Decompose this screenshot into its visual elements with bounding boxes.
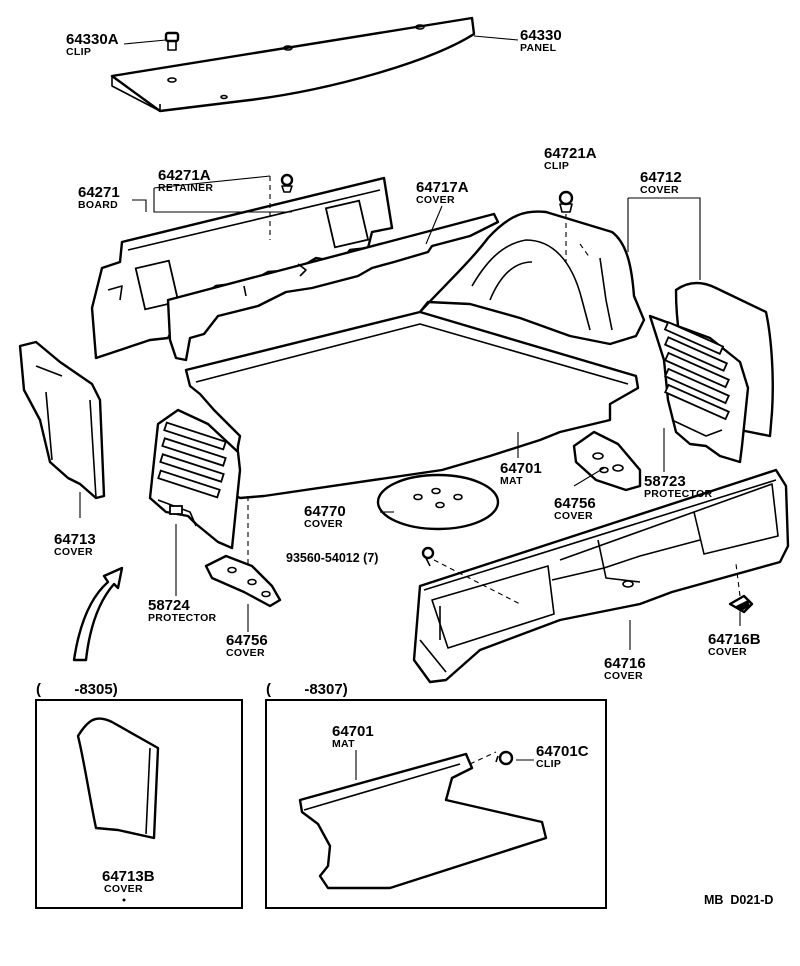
svg-text:COVER: COVER — [640, 184, 679, 196]
svg-text:58723: 58723 — [644, 473, 686, 490]
direction-arrow — [72, 566, 124, 662]
svg-text:PROTECTOR: PROTECTOR — [148, 612, 217, 624]
callout-64756-right: 64756 COVER — [554, 495, 596, 522]
cover-64756-left — [204, 554, 282, 608]
svg-text:64701: 64701 — [332, 723, 374, 740]
svg-text:64701: 64701 — [500, 460, 542, 477]
svg-text:CLIP: CLIP — [544, 160, 569, 172]
trunk-board — [90, 176, 394, 360]
svg-text:( -8305): ( -8305) — [36, 681, 118, 698]
svg-text:64712: 64712 — [640, 169, 682, 186]
svg-text:93560-54012 (7): 93560-54012 (7) — [286, 551, 378, 565]
clip-64701c — [495, 750, 514, 766]
cover-64717a — [166, 212, 500, 362]
svg-text:58724: 58724 — [148, 597, 190, 614]
svg-text:64271: 64271 — [78, 184, 120, 201]
svg-text:64713B: 64713B — [102, 868, 155, 885]
callout-64717a: 64717A COVER — [416, 179, 469, 206]
callout-64716: 64716 COVER — [604, 655, 646, 682]
clip-64716b — [728, 594, 754, 614]
svg-text:64701C: 64701C — [536, 743, 589, 760]
spare-tire-cover — [376, 473, 500, 531]
callout-64701c: 64701C CLIP — [536, 743, 589, 770]
svg-text:64770: 64770 — [304, 503, 346, 520]
svg-text:CLIP: CLIP — [66, 46, 91, 58]
svg-text:64756: 64756 — [554, 495, 596, 512]
callout-64713: 64713 COVER — [54, 531, 96, 558]
svg-text:COVER: COVER — [104, 883, 143, 895]
clip-64330a — [164, 31, 180, 51]
trunk-mat — [184, 310, 640, 500]
svg-text:64716: 64716 — [604, 655, 646, 672]
inset-left — [35, 699, 243, 909]
rear-trim-cover — [412, 468, 790, 684]
cover-64756-right — [572, 430, 642, 492]
svg-text:COVER: COVER — [226, 647, 265, 659]
svg-text:64717A: 64717A — [416, 179, 469, 196]
leader-lines — [79, 35, 741, 650]
svg-text:COVER: COVER — [604, 670, 643, 682]
callout-64271a: 64271A RETAINER — [158, 167, 213, 194]
svg-text:64271A: 64271A — [158, 167, 211, 184]
cover-64712-shell — [418, 210, 646, 346]
svg-text:64721A: 64721A — [544, 145, 597, 162]
callout-64330a: 64330A CLIP — [66, 31, 119, 58]
callout-64330: 64330 PANEL — [520, 27, 562, 54]
svg-text:64716B: 64716B — [708, 631, 761, 648]
svg-text:COVER: COVER — [54, 546, 93, 558]
callout-64701: 64701 MAT — [500, 460, 542, 487]
svg-text:64756: 64756 — [226, 632, 268, 649]
protector-58723 — [648, 314, 750, 464]
inset-label-right: ( -8307) — [266, 681, 348, 698]
svg-text:MAT: MAT — [500, 475, 523, 487]
cover-64713 — [18, 340, 106, 500]
drawing-code: MB D021-D — [704, 893, 773, 907]
callout-64770: 64770 COVER — [304, 503, 346, 530]
inset-label-left: ( -8305) — [36, 681, 118, 698]
svg-text:RETAINER: RETAINER — [158, 182, 213, 194]
callout-64756-left: 64756 COVER — [226, 632, 268, 659]
svg-text:PROTECTOR: PROTECTOR — [644, 488, 713, 500]
svg-text:COVER: COVER — [416, 194, 455, 206]
retainer-64271a — [280, 173, 294, 193]
inset-right — [265, 699, 607, 909]
callout-58724: 58724 PROTECTOR — [148, 597, 217, 624]
svg-text:COVER: COVER — [708, 646, 747, 658]
svg-text:( -8307): ( -8307) — [266, 681, 348, 698]
package-tray-panel — [110, 16, 476, 113]
callout-64712: 64712 COVER — [640, 169, 682, 196]
svg-text:64330A: 64330A — [66, 31, 119, 48]
protector-58724 — [148, 408, 242, 550]
svg-text:PANEL: PANEL — [520, 42, 557, 54]
svg-text:CLIP: CLIP — [536, 758, 561, 770]
svg-text:BOARD: BOARD — [78, 199, 118, 211]
callout-64721a: 64721A CLIP — [544, 145, 597, 172]
callout-64701-inset: 64701 MAT — [332, 723, 374, 750]
callout-64716b: 64716B COVER — [708, 631, 761, 658]
svg-text:MAT: MAT — [332, 738, 355, 750]
svg-text:64330: 64330 — [520, 27, 562, 44]
callout-64271: 64271 BOARD — [78, 184, 120, 211]
screw-93560 — [421, 546, 435, 567]
callout-93560: 93560-54012 (7) — [286, 551, 378, 565]
svg-text:COVER: COVER — [554, 510, 593, 522]
dashed-guides — [247, 176, 741, 605]
clip-64721a — [558, 190, 574, 213]
callout-58723: 58723 PROTECTOR — [644, 473, 713, 500]
callout-64713b: 64713B COVER — [102, 868, 155, 895]
svg-text:64713: 64713 — [54, 531, 96, 548]
svg-text:COVER: COVER — [304, 518, 343, 530]
